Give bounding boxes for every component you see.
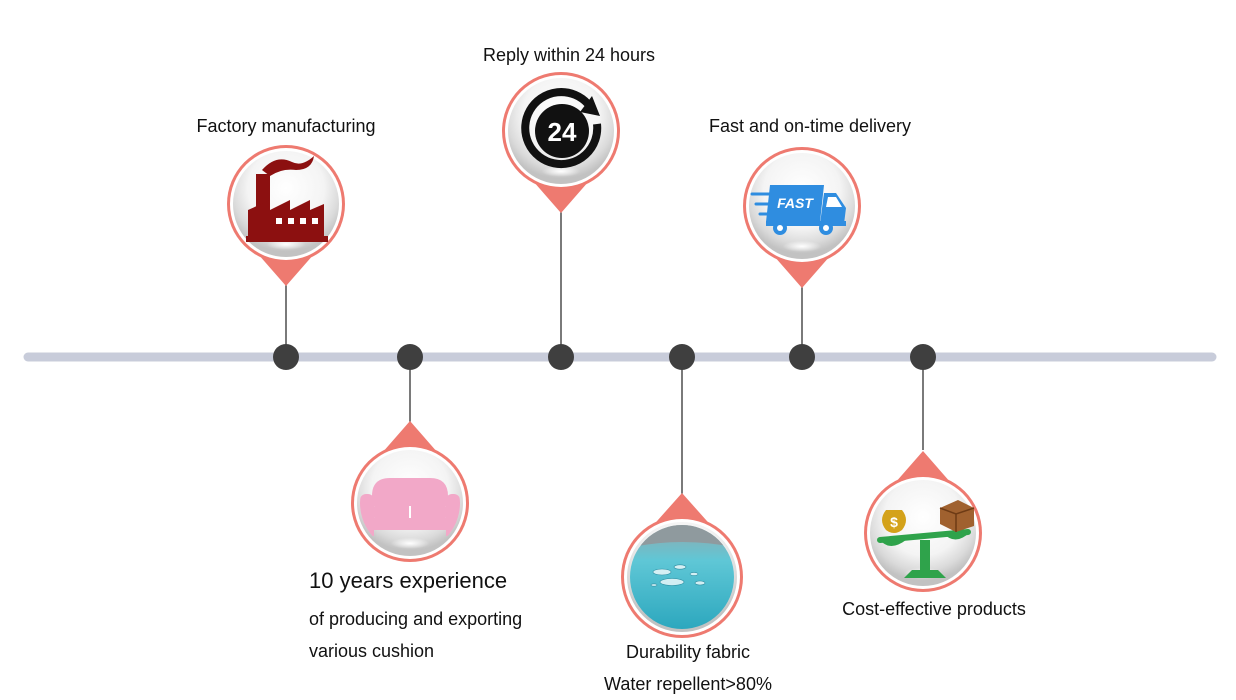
label-cost-effective: Cost-effective products — [842, 599, 1026, 619]
balance-scale-icon: $ — [877, 500, 975, 578]
label-water-repellent: Water repellent>80% — [604, 674, 772, 694]
timeline-node-cost — [910, 344, 936, 370]
timeline-node-reply — [548, 344, 574, 370]
coin-label: $ — [890, 514, 898, 530]
label-reply-within-24-hours: Reply within 24 hours — [482, 45, 656, 65]
timeline-node-cushion — [397, 344, 423, 370]
label-10-years-experience: 10 years experience — [309, 568, 508, 593]
clock-24-icon: 24 — [521, 88, 602, 169]
timeline-node-factory — [273, 344, 299, 370]
label-factory-manufacturing: Factory manufacturing — [196, 116, 376, 136]
truck-fast-label: FAST — [777, 195, 814, 211]
label-fast-delivery: Fast and on-time delivery — [708, 116, 912, 136]
timeline-node-delivery — [789, 344, 815, 370]
clock-24-label: 24 — [548, 117, 577, 147]
delivery-truck-icon: FAST — [750, 185, 846, 235]
factory-icon — [246, 156, 328, 242]
label-producing-exporting: of producing and exporting — [309, 609, 523, 629]
sofa-icon — [360, 478, 460, 536]
timeline-node-fabric — [669, 344, 695, 370]
label-various-cushion: various cushion — [309, 641, 435, 661]
label-durability-fabric: Durability fabric — [625, 642, 751, 662]
